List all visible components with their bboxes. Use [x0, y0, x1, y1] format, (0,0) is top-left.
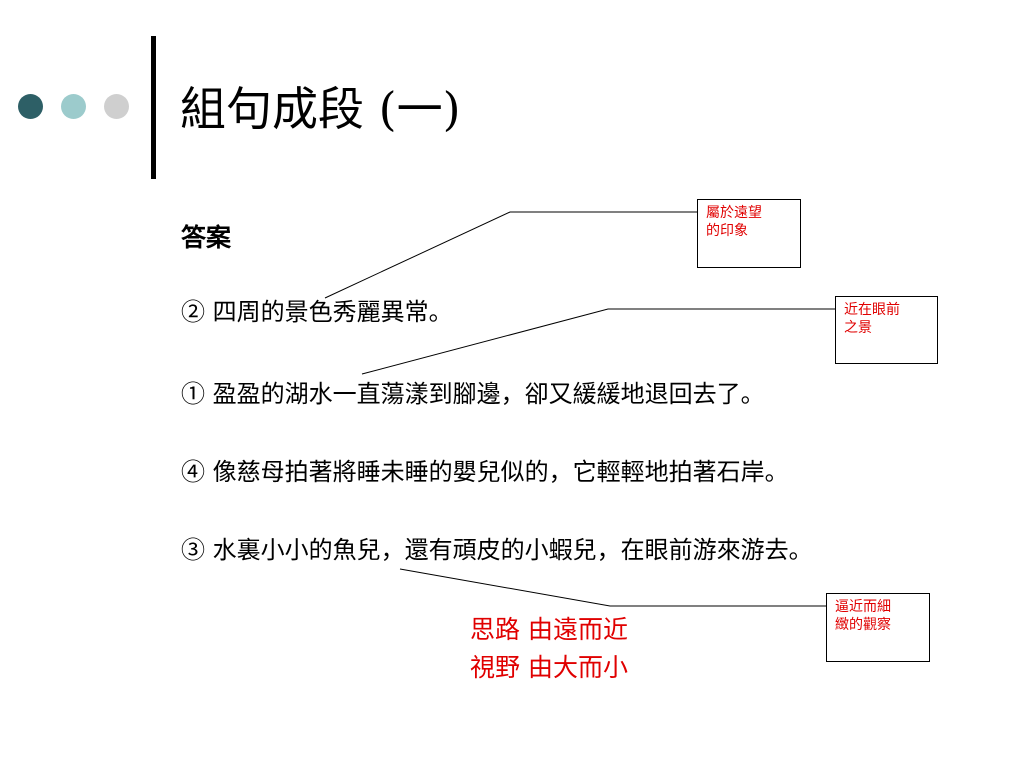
summary-line-2: 視野 由大而小 — [470, 653, 628, 682]
leader-line-1 — [324, 211, 697, 299]
callout-close-observation: 逼近而細 緻的觀察 — [826, 593, 930, 662]
callout-text: 屬於遠望 — [706, 205, 762, 221]
callout-far-view: 屬於遠望 的印象 — [697, 199, 801, 268]
sentence-1: ② 四周的景色秀麗異常。 — [181, 298, 453, 326]
slide-title: 組句成段 (一) — [180, 82, 461, 136]
callout-text: 逼近而細 — [835, 599, 891, 615]
summary-line-1: 思路 由遠而近 — [470, 615, 628, 644]
sentence-3: ④ 像慈母拍著將睡未睡的嬰兒似的，它輕輕地拍著石岸。 — [181, 458, 789, 486]
leader-line-2 — [361, 308, 835, 375]
callout-text: 近在眼前 — [844, 302, 900, 318]
answer-heading: 答案 — [181, 223, 232, 252]
sentence-4: ③ 水裏小小的魚兒，還有頑皮的小蝦兒，在眼前游來游去。 — [181, 536, 813, 564]
callout-text: 之景 — [844, 320, 872, 336]
callout-text: 緻的觀察 — [835, 617, 891, 633]
callout-near-view: 近在眼前 之景 — [835, 296, 938, 364]
leader-line-3 — [399, 568, 826, 607]
decor-dot-light — [61, 94, 86, 119]
decor-dot-dark — [18, 94, 43, 119]
callout-text: 的印象 — [706, 223, 748, 239]
decor-dot-grey — [104, 94, 129, 119]
sentence-2: ① 盈盈的湖水一直蕩漾到腳邊，卻又緩緩地退回去了。 — [181, 380, 765, 408]
title-divider — [151, 36, 156, 179]
